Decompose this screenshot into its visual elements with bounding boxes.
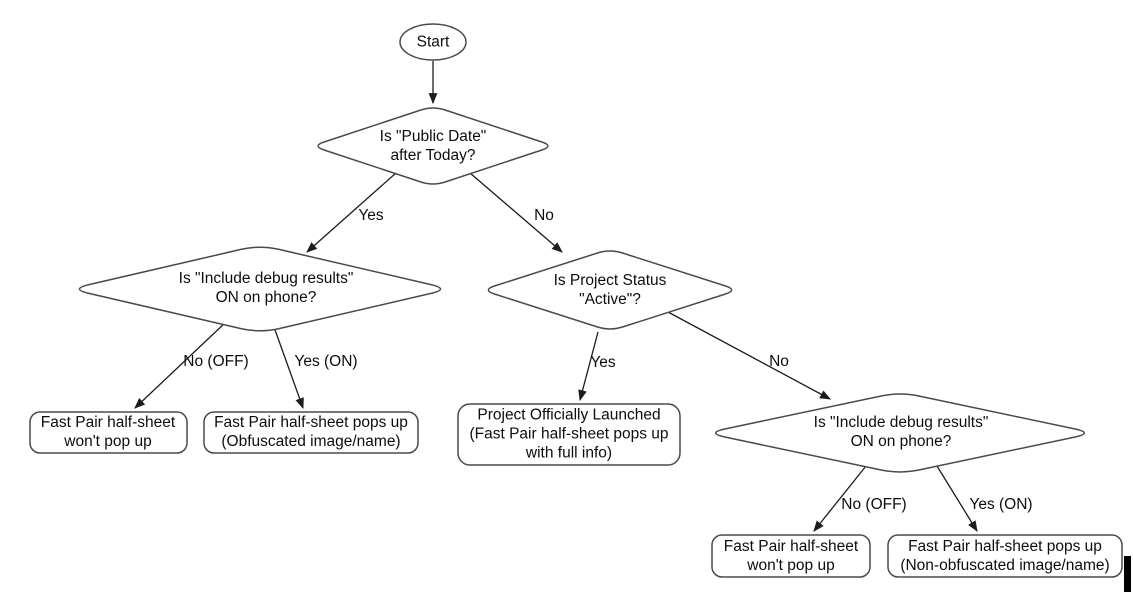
- decision-public-date-shape: [317, 107, 549, 185]
- decision-debug-right-shape: [714, 393, 1086, 473]
- start-node-shape: [399, 23, 467, 61]
- decision-debug-left-label: Is "Include debug results" ON on phone?: [179, 269, 354, 307]
- text-line: after Today?: [390, 147, 476, 164]
- decision-public-date-label: Is "Public Date" after Today?: [380, 127, 487, 165]
- text-line: Fast Pair half-sheet: [723, 538, 859, 555]
- outcome-launched-label: Project Officially Launched (Fast Pair h…: [469, 406, 668, 463]
- edge-label-project-status-yes: Yes: [590, 354, 616, 371]
- outcome-launched-shape: [457, 403, 681, 466]
- text-line: ON on phone?: [850, 433, 952, 450]
- outcome-no-popup-left-label: Fast Pair half-sheet won't pop up: [41, 413, 175, 451]
- text-line: with full info): [525, 444, 613, 462]
- outcome-no-popup-left-shape: [29, 411, 188, 454]
- text-line: Is "Include debug results": [813, 414, 989, 431]
- arrow-debug-left-no: [134, 321, 227, 409]
- text-line: (Fast Pair half-sheet pops up: [469, 425, 669, 443]
- decision-project-status-shape: [487, 250, 733, 330]
- arrow-project-status-yes: [578, 331, 599, 402]
- outcome-non-obfuscated-label: Fast Pair half-sheet pops up (Non-obfusc…: [900, 537, 1109, 575]
- arrow-debug-right-no: [813, 465, 867, 532]
- outcome-non-obfuscated-shape: [887, 534, 1123, 578]
- arrow-public-date-yes: [306, 172, 397, 253]
- arrow-debug-left-yes: [273, 326, 304, 410]
- outcome-no-popup-right-label: Fast Pair half-sheet won't pop up: [724, 537, 858, 575]
- edge-label-debug-right-no: No (OFF): [841, 496, 907, 513]
- text-line: "Active"?: [579, 291, 641, 308]
- decision-debug-right-label: Is "Include debug results" ON on phone?: [814, 413, 989, 451]
- text-line: Fast Pair half-sheet pops up: [214, 414, 408, 431]
- outcome-obfuscated-label: Fast Pair half-sheet pops up (Obfuscated…: [214, 413, 408, 451]
- text-line: (Non-obfuscated image/name): [900, 557, 1110, 574]
- text-line: Start: [416, 33, 450, 51]
- edge-label-debug-left-no: No (OFF): [183, 353, 249, 370]
- outcome-no-popup-right-shape: [711, 534, 871, 578]
- decision-debug-left-shape: [78, 246, 442, 332]
- edge-label-debug-right-yes: Yes (ON): [969, 496, 1033, 513]
- text-line: won't pop up: [747, 557, 835, 574]
- text-line: ON on phone?: [215, 289, 317, 306]
- text-line: won't pop up: [64, 433, 152, 450]
- text-cursor-artifact: [1124, 556, 1131, 592]
- text-line: Fast Pair half-sheet: [40, 414, 176, 431]
- edge-label-public-date-yes: Yes: [358, 207, 384, 224]
- arrow-public-date-no: [469, 172, 563, 253]
- arrow-project-status-no: [667, 311, 831, 400]
- text-line: (Obfuscated image/name): [221, 433, 401, 450]
- text-line: Is Project Status: [553, 272, 667, 289]
- edge-label-project-status-no: No: [769, 353, 789, 370]
- text-line: Project Officially Launched: [477, 406, 661, 424]
- arrow-debug-right-yes: [936, 465, 978, 532]
- start-node-label: Start: [417, 33, 450, 52]
- edge-label-debug-left-yes: Yes (ON): [294, 353, 358, 370]
- text-line: Is "Include debug results": [178, 270, 354, 287]
- outcome-obfuscated-shape: [203, 411, 419, 454]
- text-line: Is "Public Date": [379, 128, 487, 145]
- edge-label-public-date-no: No: [534, 207, 554, 224]
- decision-project-status-label: Is Project Status "Active"?: [554, 271, 667, 309]
- text-line: Fast Pair half-sheet pops up: [908, 538, 1102, 555]
